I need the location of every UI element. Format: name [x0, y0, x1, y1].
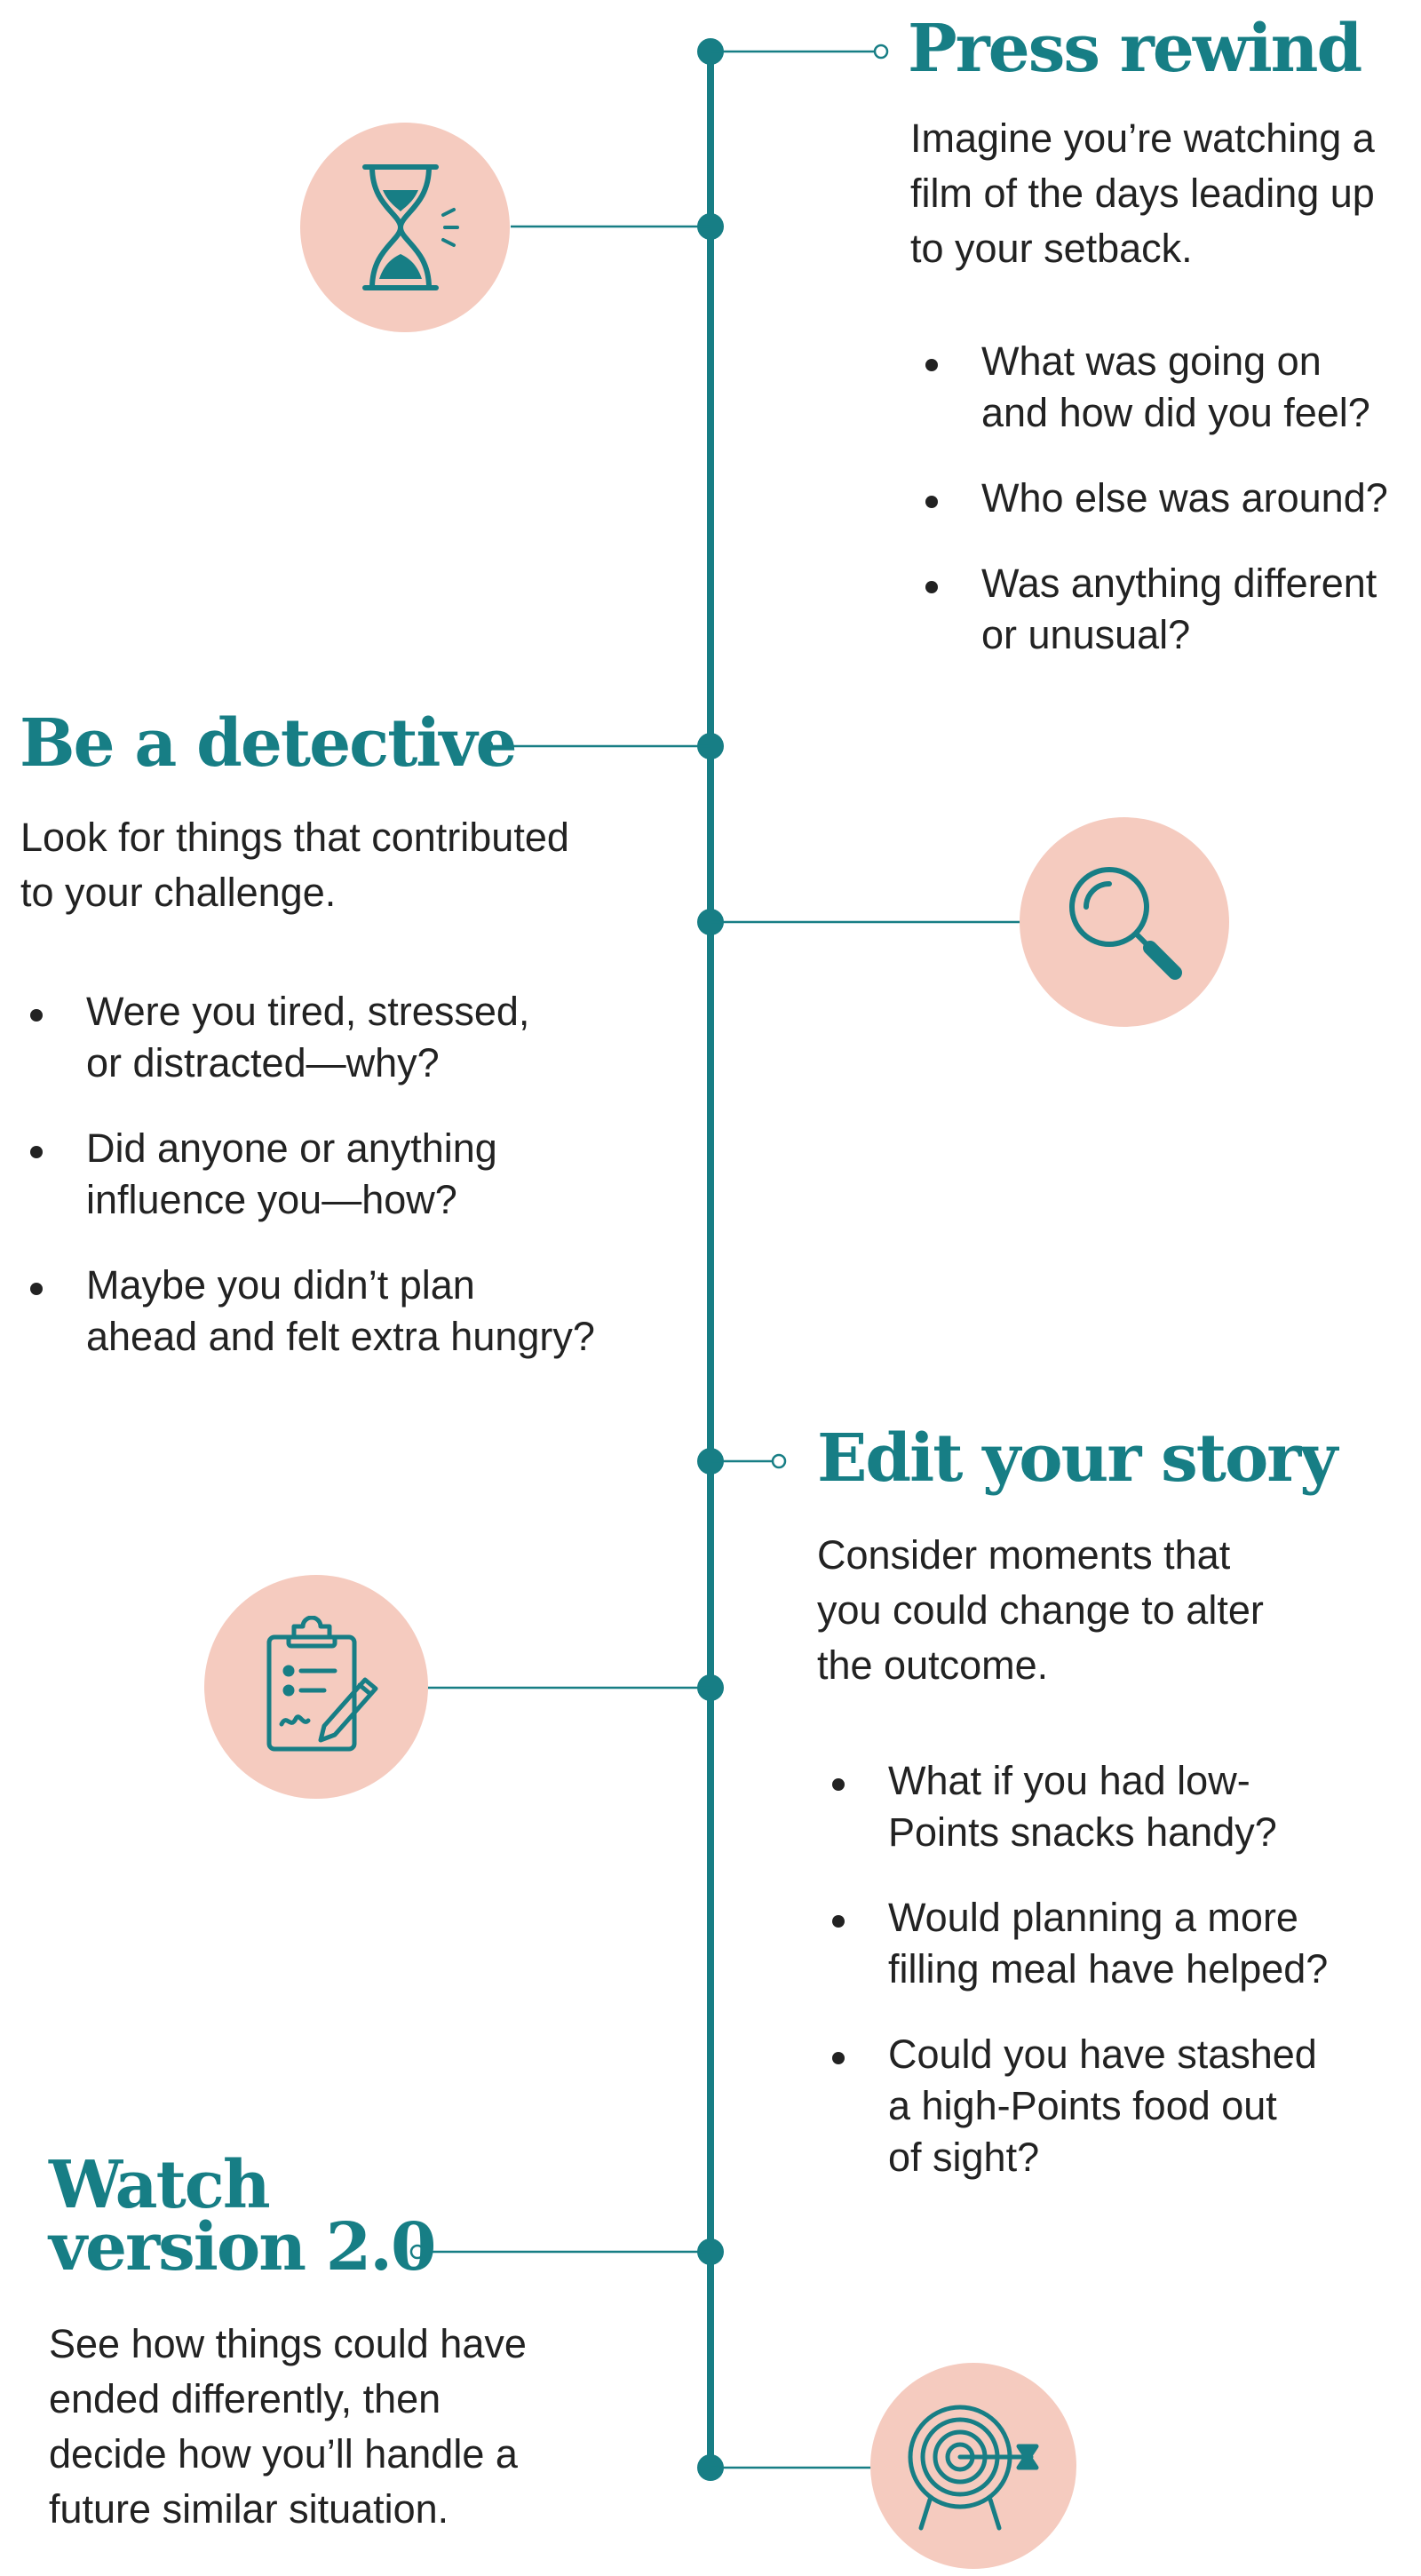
section-intro-press-rewind: Imagine you’re watching a film of the da… [910, 111, 1375, 276]
hourglass-icon-badge [300, 123, 510, 332]
bullet-line: Who else was around? [981, 475, 1388, 521]
bullet-line: Were you tired, stressed, [86, 989, 530, 1034]
intro-line: the outcome. [817, 1642, 1049, 1688]
section-intro-be-a-detective: Look for things that contributed to your… [20, 810, 569, 920]
clipboard-checklist-icon-badge [204, 1575, 428, 1799]
intro-line: ended differently, then [49, 2376, 441, 2421]
target-arrow-icon-badge [870, 2363, 1076, 2569]
list-item: What was going on and how did you feel? [915, 336, 1388, 439]
heading-line: Watch [49, 2147, 271, 2223]
bullet-list-be-a-detective: Were you tired, stressed, or distracted—… [20, 986, 595, 1396]
list-item: Would planning a more filling meal have … [822, 1892, 1328, 1995]
bullet-line: ahead and felt extra hungry? [86, 1314, 595, 1359]
bullet-line: Did anyone or anything [86, 1125, 497, 1171]
intro-line: decide how you’ll handle a [49, 2431, 518, 2477]
clipboard-checklist-icon [266, 1616, 378, 1752]
bullet-list-edit-your-story: What if you had low- Points snacks handy… [822, 1755, 1328, 2217]
intro-line: to your challenge. [20, 870, 337, 915]
target-arrow-icon [908, 2405, 1039, 2531]
bullet-line: and how did you feel? [981, 390, 1370, 435]
heading-connector-end [409, 2244, 425, 2260]
bullet-line: a high-Points food out [888, 2083, 1277, 2128]
heading-connector-end [873, 44, 889, 60]
magnifying-glass-icon [1069, 867, 1182, 980]
bullet-line: or distracted—why? [86, 1040, 440, 1085]
bullet-line: or unusual? [981, 612, 1191, 657]
bullet-line: Maybe you didn’t plan [86, 1262, 475, 1308]
heading-connector-end [771, 1453, 787, 1469]
section-heading-watch-version-2: Watch version 2.0 [49, 2147, 437, 2286]
heading-line: version 2.0 [49, 2209, 437, 2286]
list-item: Was anything different or unusual? [915, 558, 1388, 661]
bullet-line: Was anything different [981, 561, 1377, 606]
list-item: What if you had low- Points snacks handy… [822, 1755, 1328, 1858]
bullet-line: of sight? [888, 2135, 1040, 2180]
section-heading-edit-your-story: Edit your story [817, 1420, 1338, 1497]
intro-line: to your setback. [910, 226, 1193, 271]
intro-line: See how things could have [49, 2321, 527, 2366]
list-item: Who else was around? [915, 473, 1388, 524]
heading-connector-end [478, 738, 494, 754]
list-item: Were you tired, stressed, or distracted—… [20, 986, 595, 1089]
section-intro-edit-your-story: Consider moments that you could change t… [817, 1528, 1264, 1693]
bullet-line: Points snacks handy? [888, 1809, 1277, 1855]
intro-line: Consider moments that [817, 1532, 1231, 1578]
intro-line: future similar situation. [49, 2486, 449, 2532]
intro-line: Imagine you’re watching a [910, 115, 1375, 161]
list-item: Could you have stashed a high-Points foo… [822, 2029, 1328, 2183]
bullet-line: filling meal have helped? [888, 1946, 1329, 1992]
bullet-line: Would planning a more [888, 1895, 1298, 1940]
list-item: Maybe you didn’t plan ahead and felt ext… [20, 1260, 595, 1363]
list-item: Did anyone or anything influence you—how… [20, 1123, 595, 1226]
intro-line: Look for things that contributed [20, 815, 569, 860]
intro-line: you could change to alter [817, 1587, 1264, 1633]
bullet-line: Could you have stashed [888, 2031, 1317, 2077]
section-intro-watch-version-2: See how things could have ended differen… [49, 2317, 527, 2537]
section-heading-be-a-detective: Be a detective [20, 705, 518, 782]
hourglass-icon [362, 164, 459, 290]
bullet-line: What if you had low- [888, 1758, 1250, 1803]
section-heading-press-rewind: Press rewind [908, 11, 1362, 87]
bullet-line: influence you—how? [86, 1177, 457, 1222]
bullet-line: What was going on [981, 338, 1322, 384]
bullet-list-press-rewind: What was going on and how did you feel? … [915, 336, 1388, 695]
intro-line: film of the days leading up [910, 171, 1375, 216]
magnifying-glass-icon-badge [1020, 817, 1229, 1027]
